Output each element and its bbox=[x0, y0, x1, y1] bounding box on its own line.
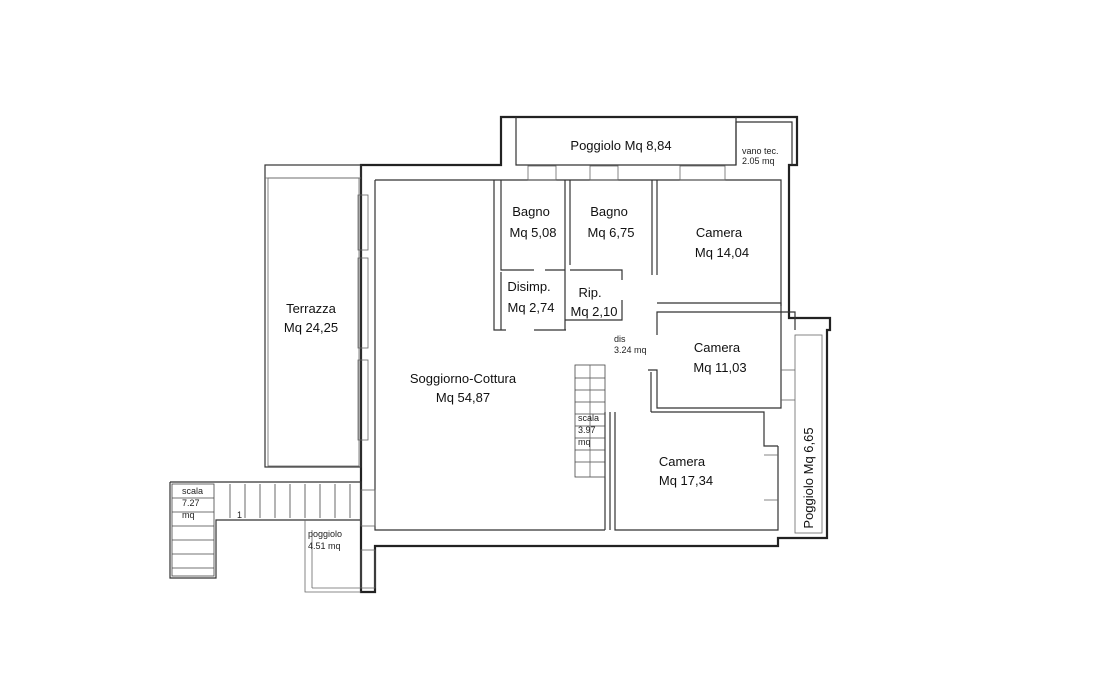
label-disimp-line2: Mq 2,74 bbox=[508, 300, 555, 315]
interior-stair bbox=[574, 364, 606, 478]
label-bagno1-line2: Mq 5,08 bbox=[510, 225, 557, 240]
terrazza-walls bbox=[264, 164, 369, 468]
label-vano-tec-line2: 2.05 mq bbox=[742, 156, 775, 166]
label-bagno1-line1: Bagno bbox=[512, 204, 550, 219]
label-camera3-line2: Mq 17,34 bbox=[659, 473, 713, 488]
label-bagno2-line2: Mq 6,75 bbox=[588, 225, 635, 240]
label-stair-number: 1 bbox=[237, 510, 242, 520]
label-bagno2-line1: Bagno bbox=[590, 204, 628, 219]
label-scala-int-line3: mq bbox=[578, 437, 591, 447]
label-poggiolo-top: Poggiolo Mq 8,84 bbox=[570, 138, 671, 153]
label-terrazza-line2: Mq 24,25 bbox=[284, 320, 338, 335]
label-poggiolo-small-line2: 4.51 mq bbox=[308, 541, 341, 551]
label-poggiolo-small-line1: poggiolo bbox=[308, 529, 342, 539]
label-scala-ext-line3: mq bbox=[182, 510, 195, 520]
label-camera2-line2: Mq 11,03 bbox=[693, 360, 746, 375]
label-soggiorno-line1: Soggiorno-Cottura bbox=[410, 371, 517, 386]
labels: Poggiolo Mq 8,84 vano tec. 2.05 mq Terra… bbox=[182, 138, 816, 551]
exterior-stair bbox=[169, 481, 376, 593]
label-camera3-line1: Camera bbox=[659, 454, 706, 469]
label-vano-tec-line1: vano tec. bbox=[742, 146, 779, 156]
label-dis-line1: dis bbox=[614, 334, 626, 344]
label-camera2-line1: Camera bbox=[694, 340, 741, 355]
label-camera1-line2: Mq 14,04 bbox=[695, 245, 749, 260]
label-camera1-line1: Camera bbox=[696, 225, 743, 240]
label-poggiolo-right: Poggiolo Mq 6,65 bbox=[801, 427, 816, 528]
label-rip-line1: Rip. bbox=[578, 285, 601, 300]
label-scala-int-line2: 3.97 bbox=[578, 425, 596, 435]
label-scala-ext-line2: 7.27 bbox=[182, 498, 200, 508]
label-disimp-line1: Disimp. bbox=[507, 279, 550, 294]
bedroom-walls bbox=[604, 302, 823, 534]
label-rip-line2: Mq 2,10 bbox=[571, 304, 618, 319]
label-scala-ext-line1: scala bbox=[182, 486, 203, 496]
label-dis-line2: 3.24 mq bbox=[614, 345, 647, 355]
label-scala-int-line1: scala bbox=[578, 413, 599, 423]
label-terrazza-line1: Terrazza bbox=[286, 301, 337, 316]
outer-walls bbox=[359, 115, 832, 594]
label-soggiorno-line2: Mq 54,87 bbox=[436, 390, 490, 405]
service-walls bbox=[493, 165, 726, 331]
